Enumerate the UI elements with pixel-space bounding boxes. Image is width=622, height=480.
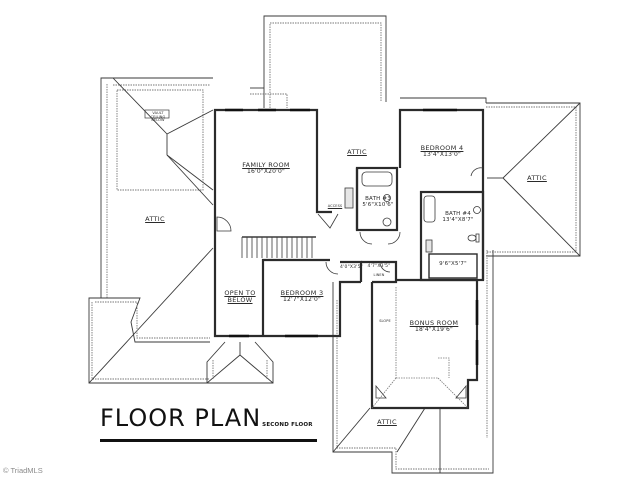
open-to-below-line1: OPEN TO: [224, 289, 256, 297]
title-main: FLOOR PLAN: [100, 404, 262, 432]
bedroom-4-label: BEDROOM 4 13'4"X13'0": [410, 145, 474, 158]
left-attic-roof: [88, 77, 214, 384]
open-to-below-line2: BELOW: [227, 295, 253, 304]
bedroom-3-label: BEDROOM 3 12'7"X12'0": [270, 290, 334, 303]
family-room-walls: [213, 108, 332, 235]
bottom-attic-roof: [332, 282, 494, 474]
open-below-walls: [213, 235, 263, 338]
bath-4-dims: 13'4"X8'7": [442, 216, 474, 223]
stairs: [241, 236, 316, 258]
bath-4-label: BATH #4 13'4"X8'7": [438, 211, 478, 224]
bonus-room-dims: 18'4"X19'6": [414, 325, 454, 333]
floor-plan-title: FLOOR PLANSECOND FLOOR: [100, 404, 317, 442]
bath-3-label: BATH #3 5'6"X10'6": [360, 196, 396, 209]
bath-3-name: BATH #3: [365, 196, 391, 202]
left-attic-label: ATTIC: [145, 215, 165, 223]
copyright-notice: © TriadMLS: [3, 466, 43, 475]
access-label-family: ACCESS: [327, 204, 343, 208]
right-attic-roof: [400, 97, 581, 438]
top-roof-outline: [250, 15, 387, 108]
title-sub: SECOND FLOOR: [262, 422, 313, 428]
right-attic-label: ATTIC: [527, 174, 547, 182]
bonus-room-label: BONUS ROOM 18'4"X19'6": [400, 320, 468, 333]
slope-label: SLOPE: [379, 319, 391, 323]
linen-label: 4'7"X3'5" LINEN: [364, 264, 394, 277]
family-room-dims: 16'0"X20'0": [246, 167, 286, 175]
bath-4-name: BATH #4: [445, 211, 471, 217]
bottom-attic-label: ATTIC: [377, 418, 397, 426]
vault-ceiling-note: VAULT CEILING BELOW: [150, 111, 166, 123]
linen-name: LINEN: [373, 272, 385, 277]
porch-gable: [206, 341, 274, 384]
center-attic-label: ATTIC: [347, 148, 367, 156]
open-to-below-label: OPEN TO BELOW: [218, 290, 262, 304]
bedroom-3-name: BEDROOM 3: [280, 289, 324, 297]
bedroom-3-dims: 12'7"X12'0": [282, 295, 322, 303]
fixtures: [344, 171, 481, 253]
bedroom-4-name: BEDROOM 4: [420, 144, 464, 152]
closet-b4-dims: 9'6"X5'7": [439, 261, 467, 267]
bedroom-4-dims: 13'4"X13'0": [422, 150, 462, 158]
family-room-name: FAMILY ROOM: [242, 161, 290, 169]
bath-3-dims: 5'6"X10'6": [362, 201, 394, 208]
bonus-room-name: BONUS ROOM: [409, 319, 459, 327]
family-room-label: FAMILY ROOM 16'0"X20'0": [234, 162, 298, 175]
linen-dims: 4'7"X3'5": [367, 264, 391, 269]
closet-b3-dims: 4'0"X3'5": [340, 265, 363, 270]
